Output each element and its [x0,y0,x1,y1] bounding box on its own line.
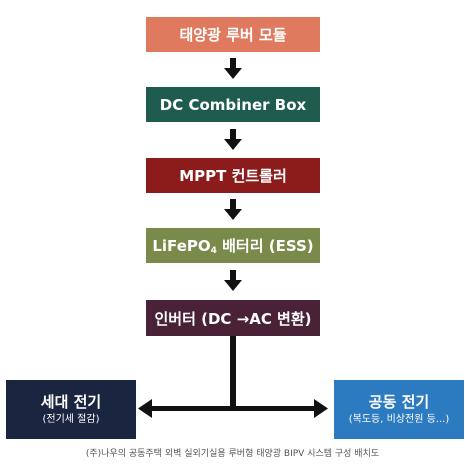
common-power-subtitle: (복도등, 비상전원 등...) [348,413,450,425]
household-power-box: 세대 전기 (전기세 절감) [6,380,136,439]
split-connector [150,336,316,411]
common-power-box: 공동 전기 (복도등, 비상전원 등...) [334,380,464,439]
household-power-subtitle: (전기세 절감) [42,413,100,425]
battery-subscript: 4 [210,246,217,256]
arrow-left-icon [138,399,152,418]
battery-ess-label: LiFePO4 배터리 (ESS) [152,235,313,256]
arrow-down-icon [224,129,242,150]
figure-caption: (주)나우의 공동주택 외벽 실외기실용 루버형 태양광 BIPV 시스템 구성… [85,449,380,459]
arrow-down-icon [224,58,242,79]
solar-louver-module-label: 태양광 루버 모듈 [179,26,287,44]
dc-combiner-box: DC Combiner Box [146,87,320,122]
mppt-controller-box: MPPT 컨트롤러 [146,158,320,193]
mppt-controller-label: MPPT 컨트롤러 [179,167,287,185]
arrow-right-icon [314,399,328,418]
common-power-title: 공동 전기 [368,392,430,411]
inverter-label: 인버터 (DC →AC 변환) [154,309,312,328]
battery-suffix: 배터리 (ESS) [216,237,314,255]
arrow-down-icon [224,270,242,291]
arrow-down-icon [224,199,242,220]
dc-combiner-box-label: DC Combiner Box [159,95,307,114]
solar-louver-module-box: 태양광 루버 모듈 [146,17,320,52]
inverter-box: 인버터 (DC →AC 변환) [146,300,320,336]
battery-prefix: LiFePO [152,237,211,255]
battery-ess-box: LiFePO4 배터리 (ESS) [146,228,320,263]
household-power-title: 세대 전기 [40,392,102,411]
